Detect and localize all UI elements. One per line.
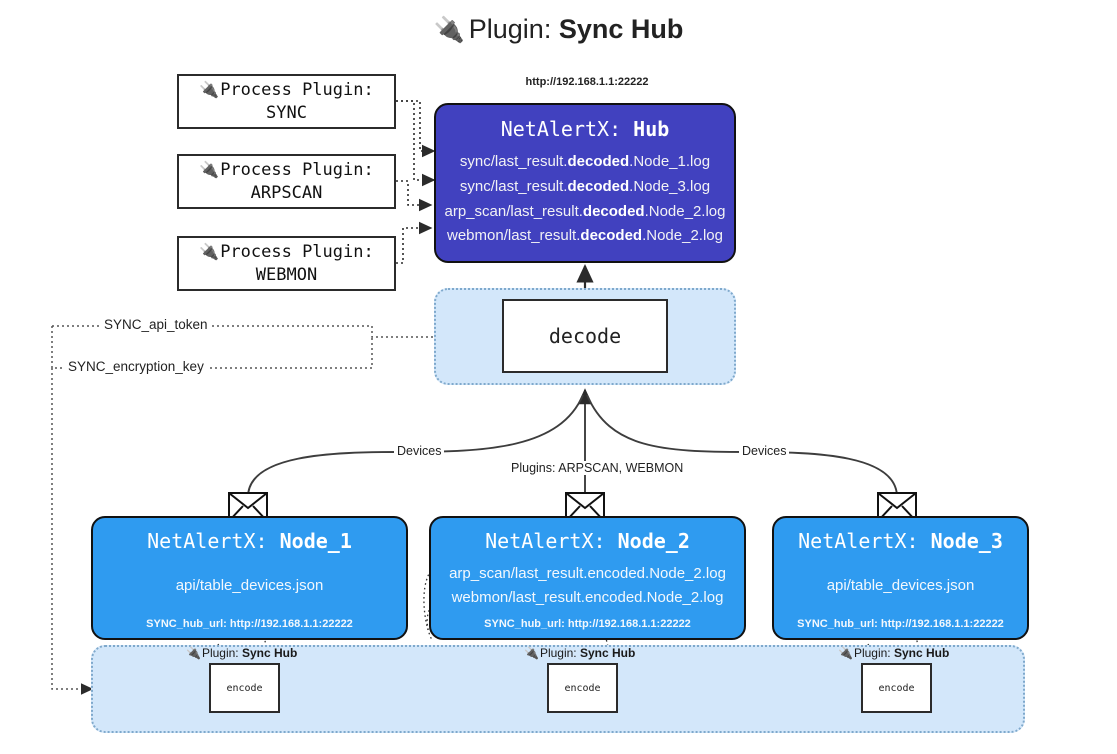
plug-icon: 🔌 — [199, 241, 220, 261]
hub-url-label: http://192.168.1.1:22222 — [525, 76, 649, 88]
sync-api-token-label: SYNC_api_token — [100, 317, 212, 332]
hub-log-1: sync/last_result.decoded.Node_3.log — [459, 177, 711, 195]
node-footer: SYNC_hub_url: http://192.168.1.1:22222 — [146, 618, 353, 630]
process-plugin-value: WEBMON — [255, 264, 318, 285]
process-plugin-webmon[interactable]: 🔌Process Plugin: WEBMON — [177, 236, 396, 291]
hub-log-2: arp_scan/last_result.decoded.Node_2.log — [444, 202, 726, 220]
process-plugin-arpscan[interactable]: 🔌Process Plugin: ARPSCAN — [177, 154, 396, 209]
process-plugin-label: Process Plugin: — [220, 79, 374, 100]
edge-label-devices-right: Devices — [739, 444, 790, 458]
plug-icon: 🔌 — [838, 646, 853, 660]
hub-log-0: sync/last_result.decoded.Node_1.log — [459, 153, 711, 170]
node-box-node-1[interactable]: NetAlertX: Node_1 api/table_devices.json… — [91, 516, 408, 640]
decode-box[interactable]: decode — [502, 299, 668, 373]
node-box-node-2[interactable]: NetAlertX: Node_2 arp_scan/last_result.e… — [429, 516, 746, 640]
encode-label: encode — [564, 682, 601, 694]
process-plugin-value: ARPSCAN — [250, 182, 323, 203]
node-header: NetAlertX: Node_1 — [147, 529, 352, 553]
encode-box-1[interactable]: encode — [209, 663, 280, 713]
title-prefix: Plugin: — [468, 14, 552, 44]
process-plugin-value: SYNC — [266, 102, 307, 123]
encode-label: encode — [878, 682, 915, 694]
node-line: arp_scan/last_result.encoded.Node_2.log — [449, 565, 726, 583]
process-plugin-label: Process Plugin: — [220, 159, 374, 180]
hub-node[interactable]: NetAlertX: Hub sync/last_result.decoded.… — [434, 103, 736, 263]
encoder-label-1: 🔌Plugin: Sync Hub — [186, 646, 298, 660]
edge-label-devices-left: Devices — [394, 444, 445, 458]
title-name: Sync Hub — [558, 14, 684, 44]
sync-encryption-key-label: SYNC_encryption_key — [64, 359, 208, 374]
hub-header: NetAlertX: Hub — [500, 117, 670, 141]
process-plugin-label: Process Plugin: — [220, 241, 374, 262]
process-plugin-sync[interactable]: 🔌Process Plugin: SYNC — [177, 74, 396, 129]
hub-log-3: webmon/last_result.decoded.Node_2.log — [447, 227, 723, 245]
encoder-label-3: 🔌Plugin: Sync Hub — [838, 646, 950, 660]
encode-box-3[interactable]: encode — [861, 663, 932, 713]
node-box-node-3[interactable]: NetAlertX: Node_3 api/table_devices.json… — [772, 516, 1029, 640]
node-line: api/table_devices.json — [826, 576, 975, 594]
plug-icon: 🔌 — [199, 159, 220, 179]
encode-box-2[interactable]: encode — [547, 663, 618, 713]
encode-label: encode — [226, 682, 263, 694]
node-footer: SYNC_hub_url: http://192.168.1.1:22222 — [484, 618, 691, 630]
node-header: NetAlertX: Node_3 — [798, 529, 1003, 553]
page-title: 🔌Plugin: Sync Hub — [0, 14, 1117, 45]
node-line: api/table_devices.json — [175, 576, 324, 594]
plug-icon: 🔌 — [524, 646, 539, 660]
encoder-label-2: 🔌Plugin: Sync Hub — [524, 646, 636, 660]
node-footer: SYNC_hub_url: http://192.168.1.1:22222 — [797, 618, 1004, 630]
node-line: webmon/last_result.encoded.Node_2.log — [451, 588, 724, 606]
edge-label-plugins-center: Plugins: ARPSCAN, WEBMON — [508, 461, 687, 475]
decode-label: decode — [548, 324, 622, 348]
plug-icon: 🔌 — [199, 79, 220, 99]
node-header: NetAlertX: Node_2 — [485, 529, 690, 553]
plug-icon: 🔌 — [186, 646, 201, 660]
plug-icon: 🔌 — [433, 16, 465, 44]
